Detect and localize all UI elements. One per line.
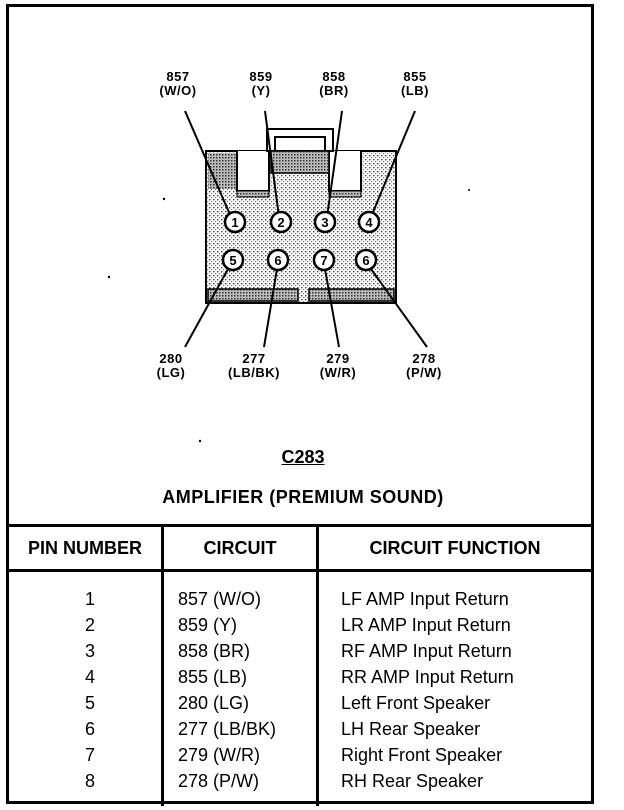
table-row: 4 855 (LB) RR AMP Input Return xyxy=(9,664,591,690)
circuit-cell: 858 (BR) xyxy=(162,638,319,664)
pin-7: 7 xyxy=(312,248,336,272)
pin-3-number: 3 xyxy=(321,215,328,230)
pin-cell: 7 xyxy=(9,742,164,768)
table-row: 2 859 (Y) LR AMP Input Return xyxy=(9,612,591,638)
pin-cell: 8 xyxy=(9,768,164,794)
circuit-cell: 859 (Y) xyxy=(162,612,319,638)
pin-7-number: 7 xyxy=(320,253,327,268)
function-cell: LF AMP Input Return xyxy=(341,588,509,609)
header-pin-number: PIN NUMBER xyxy=(9,524,164,572)
wire-circuit: 278 xyxy=(412,351,436,366)
wire-circuit: 857 xyxy=(166,69,190,84)
pin-2-number: 2 xyxy=(277,215,284,230)
scan-specks xyxy=(107,189,470,443)
pin-4-number: 4 xyxy=(365,215,373,230)
table-row: 8 278 (P/W) RH Rear Speaker xyxy=(9,768,591,794)
pin-6: 6 xyxy=(266,248,290,272)
circuit-cell: 855 (LB) xyxy=(162,664,319,690)
pin-row-top: 1 2 3 4 xyxy=(223,210,381,234)
table-row: 6 277 (LB/BK) LH Rear Speaker xyxy=(9,716,591,742)
diagram-frame: 1 2 3 4 5 6 xyxy=(6,4,594,806)
circuit-cell: 277 (LB/BK) xyxy=(162,716,319,742)
pin-cell: 2 xyxy=(9,612,164,638)
wire-circuit: 855 xyxy=(403,69,427,84)
table-row: 3 858 (BR) RF AMP Input Return xyxy=(9,638,591,664)
circuit-cell: 279 (W/R) xyxy=(162,742,319,768)
wire-color: (W/O) xyxy=(159,83,197,98)
function-cell: LR AMP Input Return xyxy=(341,614,511,635)
pin-cell: 4 xyxy=(9,664,164,690)
pin-5-number: 5 xyxy=(229,253,236,268)
wire-circuit: 858 xyxy=(322,69,346,84)
function-cell: RH Rear Speaker xyxy=(341,770,484,791)
wire-color: (W/R) xyxy=(319,365,357,380)
wire-color: (Y) xyxy=(251,83,271,98)
connector-id: C283 xyxy=(281,447,325,467)
pin-8: 6 xyxy=(354,248,378,272)
pin-cell: 1 xyxy=(9,570,164,612)
function-cell: Left Front Speaker xyxy=(341,692,491,713)
wire-circuit: 279 xyxy=(326,351,350,366)
circuit-cell: 857 (W/O) xyxy=(162,570,319,612)
connector-title: AMPLIFIER (PREMIUM SOUND) xyxy=(162,487,444,507)
pin-2: 2 xyxy=(269,210,293,234)
wire-label-855: 855 (LB) xyxy=(380,70,450,98)
pin-6-number: 6 xyxy=(274,253,281,268)
wire-circuit: 280 xyxy=(159,351,183,366)
pin-1: 1 xyxy=(223,210,247,234)
function-cell: Right Front Speaker xyxy=(341,744,503,765)
spacer-cell xyxy=(9,794,164,806)
spacer-cell xyxy=(162,794,319,806)
pin-8-number: 6 xyxy=(362,253,369,268)
wire-color: (LG) xyxy=(156,365,186,380)
pin-cell: 5 xyxy=(9,690,164,716)
pin-cell: 3 xyxy=(9,638,164,664)
function-cell: LH Rear Speaker xyxy=(341,718,481,739)
pin-row-bottom: 5 6 7 6 xyxy=(221,248,378,272)
spacer-cell xyxy=(318,794,592,806)
wire-color: (BR) xyxy=(319,83,349,98)
connector-drawing: 1 2 3 4 5 6 xyxy=(107,110,470,443)
wire-color: (LB) xyxy=(401,83,429,98)
pin-5: 5 xyxy=(221,248,245,272)
pin-4: 4 xyxy=(357,210,381,234)
pin-3: 3 xyxy=(313,210,337,234)
table-header-row: PIN NUMBER CIRCUIT CIRCUIT FUNCTION xyxy=(9,524,591,572)
wire-circuit: 859 xyxy=(249,69,273,84)
wire-label-858: 858 (BR) xyxy=(299,70,369,98)
table-spacer xyxy=(9,794,591,806)
wire-label-279: 279 (W/R) xyxy=(303,352,373,380)
wire-label-278: 278 (P/W) xyxy=(389,352,459,380)
function-cell: RF AMP Input Return xyxy=(341,640,512,661)
wire-color: (P/W) xyxy=(406,365,442,380)
circuit-cell: 280 (LG) xyxy=(162,690,319,716)
wire-label-277: 277 (LB/BK) xyxy=(219,352,289,380)
header-circuit: CIRCUIT xyxy=(162,524,319,572)
wire-label-857: 857 (W/O) xyxy=(143,70,213,98)
pin-table: PIN NUMBER CIRCUIT CIRCUIT FUNCTION 1 85… xyxy=(9,524,591,806)
table-row: 7 279 (W/R) Right Front Speaker xyxy=(9,742,591,768)
pin-1-number: 1 xyxy=(231,215,238,230)
wire-circuit: 277 xyxy=(242,351,266,366)
leader-lines xyxy=(184,110,428,348)
circuit-cell: 278 (P/W) xyxy=(162,768,319,794)
function-cell: RR AMP Input Return xyxy=(341,666,514,687)
pin-cell: 6 xyxy=(9,716,164,742)
wire-label-859: 859 (Y) xyxy=(226,70,296,98)
wire-color: (LB/BK) xyxy=(228,365,280,380)
table-row: 5 280 (LG) Left Front Speaker xyxy=(9,690,591,716)
wire-label-280: 280 (LG) xyxy=(136,352,206,380)
table-row: 1 857 (W/O) LF AMP Input Return xyxy=(9,570,591,612)
header-circuit-function: CIRCUIT FUNCTION xyxy=(317,524,591,572)
